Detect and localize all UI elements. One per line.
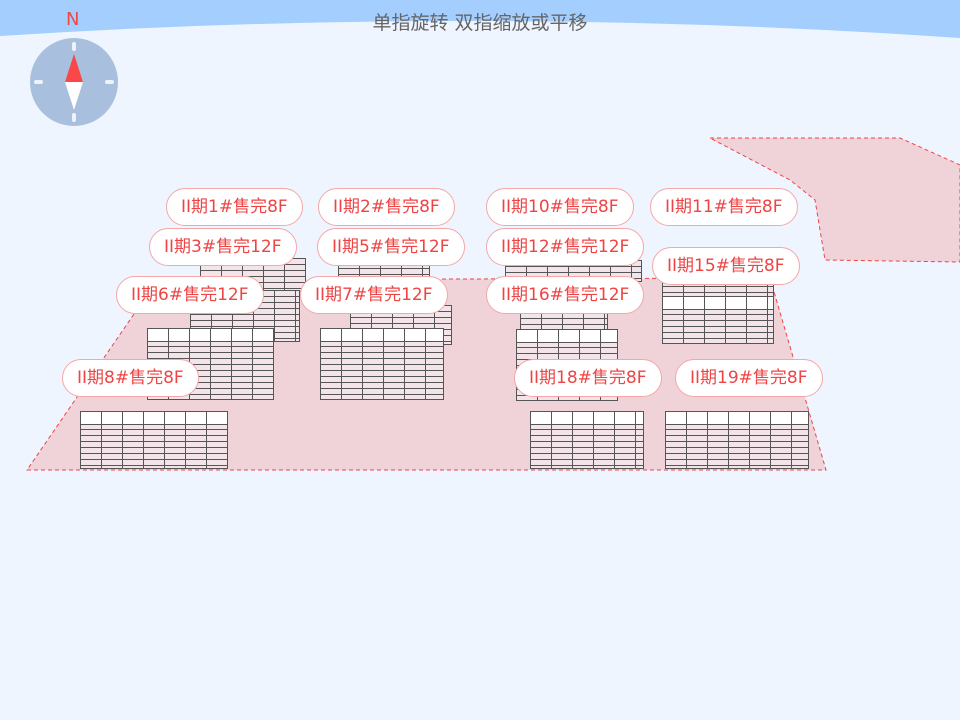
building-roof (530, 411, 644, 425)
building-label[interactable]: II期12#售完12F (486, 228, 645, 266)
north-label: N (66, 9, 80, 30)
compass-icon[interactable] (30, 38, 118, 126)
building[interactable] (320, 328, 444, 400)
building-label[interactable]: II期15#售完8F (652, 247, 800, 285)
building-label[interactable]: II期1#售完8F (166, 188, 303, 226)
building-label[interactable]: II期18#售完8F (514, 359, 662, 397)
building-label[interactable]: II期5#售完12F (317, 228, 465, 266)
building-label[interactable]: II期2#售完8F (318, 188, 455, 226)
compass-tick (72, 42, 76, 51)
building[interactable] (80, 411, 228, 469)
building-roof (665, 411, 809, 425)
building-label[interactable]: II期3#售完12F (149, 228, 297, 266)
adjacent-ground-area[interactable] (709, 137, 960, 263)
building-label[interactable]: II期11#售完8F (650, 188, 798, 226)
building[interactable] (530, 411, 644, 469)
building[interactable] (665, 411, 809, 469)
building-label[interactable]: II期10#售完8F (486, 188, 634, 226)
gesture-hint: 单指旋转 双指缩放或平移 (372, 12, 588, 34)
building-roof (662, 296, 774, 310)
compass-tick (105, 80, 114, 84)
building-label[interactable]: II期6#售完12F (116, 276, 264, 314)
building-roof (147, 328, 274, 342)
building-roof (80, 411, 228, 425)
compass-tick (34, 80, 43, 84)
building[interactable] (662, 296, 774, 344)
compass-needle-icon (65, 54, 83, 110)
building-label[interactable]: II期8#售完8F (62, 359, 199, 397)
compass-tick (72, 113, 76, 122)
building-label[interactable]: II期16#售完12F (486, 276, 645, 314)
building-label[interactable]: II期7#售完12F (300, 276, 448, 314)
building-roof (516, 329, 618, 343)
building-label[interactable]: II期19#售完8F (675, 359, 823, 397)
building-roof (320, 328, 444, 342)
